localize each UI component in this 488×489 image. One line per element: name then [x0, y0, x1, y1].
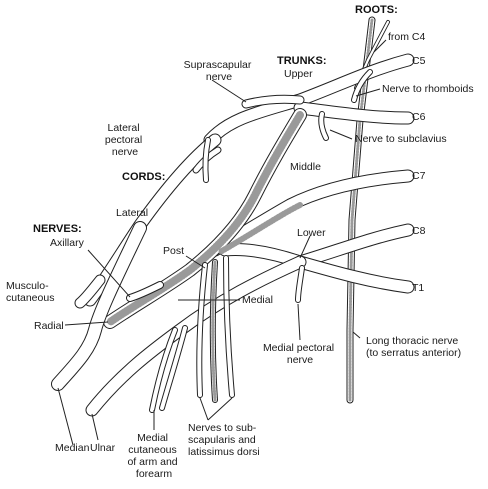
root-label-t1: T1	[412, 282, 424, 294]
root-label-c5: C5	[412, 55, 426, 67]
label-medial-pectoral-nerve: Medial pectoral nerve	[263, 342, 337, 366]
root-label-c7: C7	[412, 170, 426, 182]
nerves-heading: NERVES:	[33, 223, 82, 235]
cord-label-medial: Medial	[242, 294, 273, 306]
nerve-drawing	[58, 20, 408, 410]
trunk-label-lower: Lower	[297, 227, 326, 239]
root-label-c8: C8	[412, 225, 426, 237]
roots-heading: ROOTS:	[355, 4, 398, 16]
label-long-thoracic-nerve: Long thoracic nerve (to serratus anterio…	[366, 335, 461, 359]
trunk-label-middle: Middle	[290, 161, 321, 173]
trunks-heading: TRUNKS:	[277, 55, 327, 67]
label-radial-nerve: Radial	[34, 320, 64, 332]
label-suprascapular-nerve: Suprascapular nerve	[184, 59, 255, 83]
suprascapular-nerve	[246, 99, 300, 104]
label-nerve-to-rhomboids: Nerve to rhomboids	[382, 83, 474, 95]
label-nerve-to-subclavius: Nerve to subclavius	[355, 133, 447, 145]
medial-pectoral-nerve	[298, 268, 302, 300]
label-median-nerve: Median	[55, 442, 90, 454]
cord-label-lateral: Lateral	[116, 207, 148, 219]
cords-heading: CORDS:	[122, 171, 165, 183]
label-axillary-nerve: Axillary	[50, 237, 85, 249]
label-lateral-pectoral-nerve: Lateral pectoral nerve	[105, 122, 145, 158]
label-subscapular-nerves: Nerves to sub- scapularis and latissimus…	[188, 422, 260, 458]
medial-cord	[92, 262, 300, 410]
cord-label-post: Post	[163, 245, 184, 257]
root-label-c6: C6	[412, 111, 426, 123]
label-medial-cutaneous-nerve: Medial cutaneous of arm and forearm	[127, 432, 180, 480]
subscapular-nerves	[199, 258, 232, 400]
trunk-label-upper: Upper	[284, 68, 313, 80]
label-musculocutaneous-nerve: Musculo- cutaneous	[6, 280, 54, 304]
root-label-from-c4: from C4	[388, 31, 426, 43]
label-ulnar-nerve: Ulnar	[90, 442, 116, 454]
lateral-cord	[90, 140, 215, 300]
